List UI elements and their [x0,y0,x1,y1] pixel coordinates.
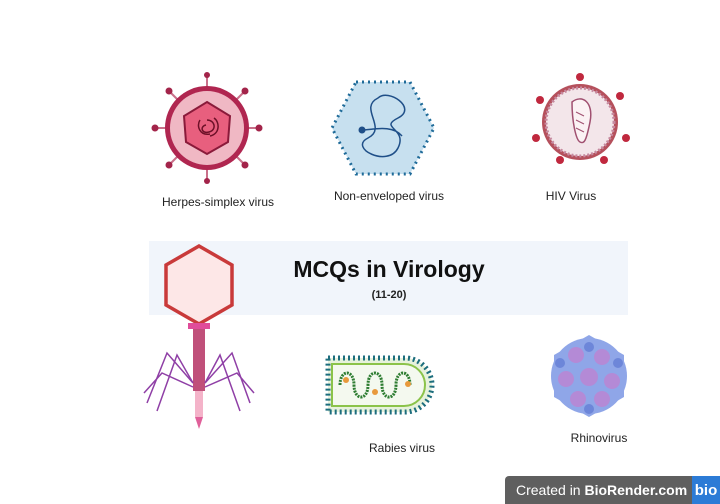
biorender-badge[interactable]: Created in BioRender.com bio [505,476,720,504]
rabies-virus-icon [325,355,435,415]
hiv-label: HIV Virus [545,189,597,203]
bacteriophage-icon [143,243,255,429]
page-title: MCQs in Virology [293,256,485,282]
badge-text: Created in BioRender.com [516,482,688,498]
rabies-label: Rabies virus [368,441,436,455]
page-subtitle: (11-20) [371,289,407,301]
herpes-label: Herpes-simplex virus [161,195,275,209]
non-enveloped-virus-icon [330,80,436,176]
herpes-virus-icon [151,72,263,184]
biorender-logo-icon: bio [692,476,720,504]
rhinovirus-label: Rhinovirus [570,431,628,445]
non-enveloped-label: Non-enveloped virus [333,189,445,203]
hiv-virus-icon [532,73,630,164]
rhinovirus-icon [551,335,627,417]
